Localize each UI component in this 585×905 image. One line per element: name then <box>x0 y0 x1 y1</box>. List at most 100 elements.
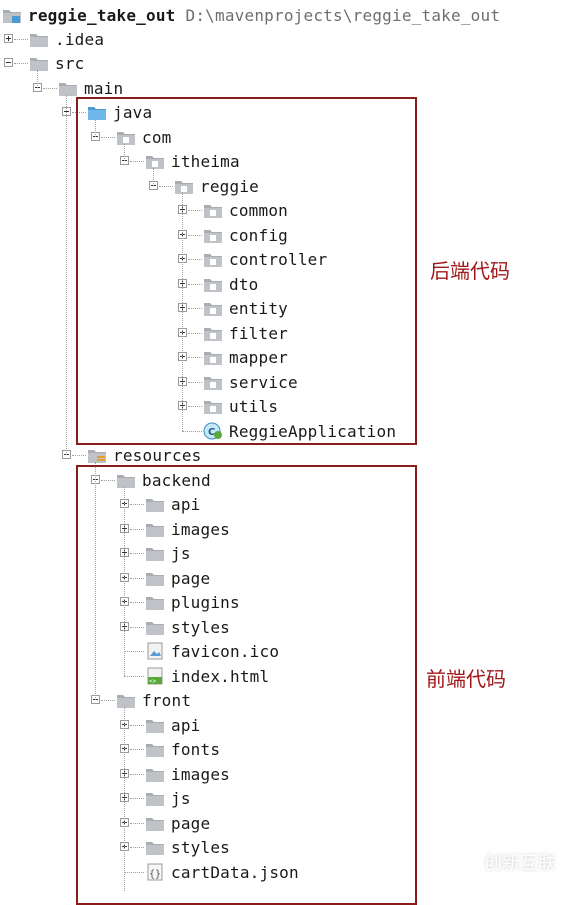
tree-item-label: js <box>171 789 191 808</box>
folder-icon <box>145 544 165 562</box>
tree-connector <box>159 186 173 187</box>
folder-icon <box>145 740 165 758</box>
package-icon <box>203 226 223 244</box>
frontend-annotation: 前端代码 <box>426 667 506 691</box>
tree-guide-line <box>95 462 96 700</box>
folder-icon <box>58 79 78 97</box>
tree-item-label: cartData.json <box>171 863 299 882</box>
resources-folder-icon <box>87 446 107 464</box>
tree-connector <box>130 847 144 848</box>
tree-connector <box>188 259 202 260</box>
tree-row[interactable]: reggie_take_out D:\mavenprojects\reggie_t… <box>0 4 585 28</box>
tree-connector <box>130 798 144 799</box>
tree-item-label: main <box>84 79 124 98</box>
tree-connector <box>14 39 28 40</box>
tree-row[interactable]: .idea <box>0 28 585 52</box>
tree-connector <box>124 651 144 652</box>
frontend-highlight-box <box>76 465 417 905</box>
svg-text:{}: {} <box>149 869 161 880</box>
tree-item-label: plugins <box>171 593 240 612</box>
tree-item-label: config <box>229 226 288 245</box>
tree-item-label: itheima <box>171 152 240 171</box>
tree-item-label: dto <box>229 275 259 294</box>
tree-connector <box>188 357 202 358</box>
tree-item-label: common <box>229 201 288 220</box>
watermark-text: 创新互联 <box>484 853 556 874</box>
package-icon <box>203 348 223 366</box>
project-name: reggie_take_out <box>28 6 176 25</box>
tree-item-label: api <box>171 716 201 735</box>
tree-connector <box>130 553 144 554</box>
tree-connector <box>188 406 202 407</box>
tree-guide-line <box>95 119 96 137</box>
tree-connector <box>130 504 144 505</box>
tree-row[interactable]: favicon.ico <box>0 640 585 664</box>
folder-icon <box>145 495 165 513</box>
package-icon <box>203 275 223 293</box>
json-file-icon: {} <box>145 863 165 881</box>
tree-row[interactable]: controller <box>0 248 585 272</box>
tree-guide-line <box>124 707 125 891</box>
tree-item-label: com <box>142 128 172 147</box>
tree-guide-line <box>66 95 67 455</box>
tree-item-label: service <box>229 373 298 392</box>
tree-item-label: images <box>171 520 230 539</box>
watermark: 创新互联 <box>450 840 580 884</box>
tree-item-label: index.html <box>171 667 270 686</box>
tree-guide-line <box>37 70 38 88</box>
tree-connector <box>188 284 202 285</box>
tree-item-label: entity <box>229 299 288 318</box>
tree-item-label: resources <box>113 446 202 465</box>
tree-connector <box>101 137 115 138</box>
tree-guide-line <box>153 168 154 186</box>
tree-item-label: .idea <box>55 30 105 49</box>
tree-row[interactable]: src <box>0 52 585 76</box>
tree-row[interactable]: {} cartData.json <box>0 861 585 885</box>
image-file-icon <box>145 642 165 660</box>
project-path: D:\mavenprojects\reggie_take_out <box>185 6 501 25</box>
tree-item-label: reggie <box>200 177 259 196</box>
project-icon <box>2 6 22 24</box>
tree-item-label: utils <box>229 397 279 416</box>
tree-connector <box>101 480 115 481</box>
tree-connector <box>130 161 144 162</box>
expand-toggle-icon[interactable] <box>4 34 13 43</box>
folder-icon <box>145 520 165 538</box>
tree-item-label: filter <box>229 324 288 343</box>
tree-row[interactable]: <> index.html <box>0 665 585 689</box>
tree-connector <box>188 382 202 383</box>
tree-connector <box>43 88 57 89</box>
tree-row[interactable]: styles <box>0 836 585 860</box>
package-icon <box>203 250 223 268</box>
tree-item-label: styles <box>171 838 230 857</box>
package-icon <box>203 201 223 219</box>
collapse-toggle-icon[interactable] <box>4 58 13 67</box>
folder-icon <box>145 838 165 856</box>
tree-connector <box>188 333 202 334</box>
package-icon <box>203 397 223 415</box>
tree-guide-line <box>124 144 125 161</box>
tree-item-label: images <box>171 765 230 784</box>
tree-item-label: page <box>171 569 211 588</box>
tree-connector <box>130 725 144 726</box>
tree-item-label: backend <box>142 471 211 490</box>
package-icon <box>203 324 223 342</box>
package-icon <box>174 177 194 195</box>
tree-row[interactable]: mapper <box>0 346 585 370</box>
backend-annotation: 后端代码 <box>430 259 510 283</box>
tree-item-label: src <box>55 54 85 73</box>
folder-icon <box>145 618 165 636</box>
backend-highlight-box <box>76 97 417 445</box>
tree-row[interactable]: config <box>0 224 585 248</box>
svg-text:<>: <> <box>149 678 157 685</box>
tree-row[interactable]: images <box>0 518 585 542</box>
tree-connector <box>124 872 144 873</box>
tree-connector <box>14 63 28 64</box>
tree-connector <box>130 823 144 824</box>
tree-item-label: mapper <box>229 348 288 367</box>
package-icon <box>203 373 223 391</box>
tree-connector <box>130 749 144 750</box>
tree-connector <box>188 308 202 309</box>
